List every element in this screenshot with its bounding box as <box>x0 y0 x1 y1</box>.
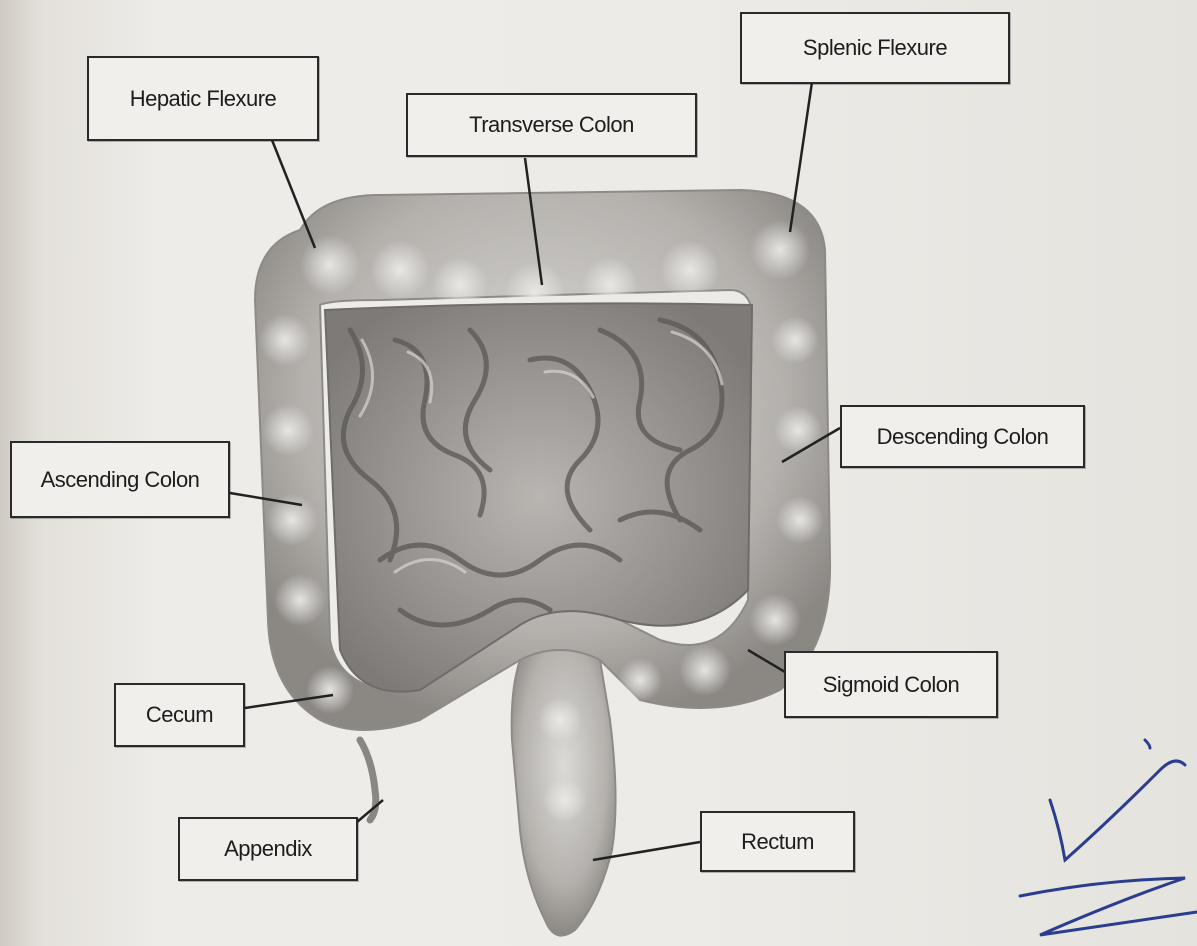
appendix-label: Appendix <box>178 817 358 881</box>
pen-check-mark <box>1050 740 1185 860</box>
sigmoid-colon-label: Sigmoid Colon <box>784 651 998 718</box>
hepatic-flexure-label: Hepatic Flexure <box>87 56 319 141</box>
rectum-label: Rectum <box>700 811 855 872</box>
descending-colon-label: Descending Colon <box>840 405 1085 468</box>
cecum-label: Cecum <box>114 683 245 747</box>
transverse-colon-label: Transverse Colon <box>406 93 697 157</box>
pen-scribble <box>1020 878 1197 935</box>
ascending-colon-label: Ascending Colon <box>10 441 230 518</box>
splenic-flexure-label: Splenic Flexure <box>740 12 1010 84</box>
